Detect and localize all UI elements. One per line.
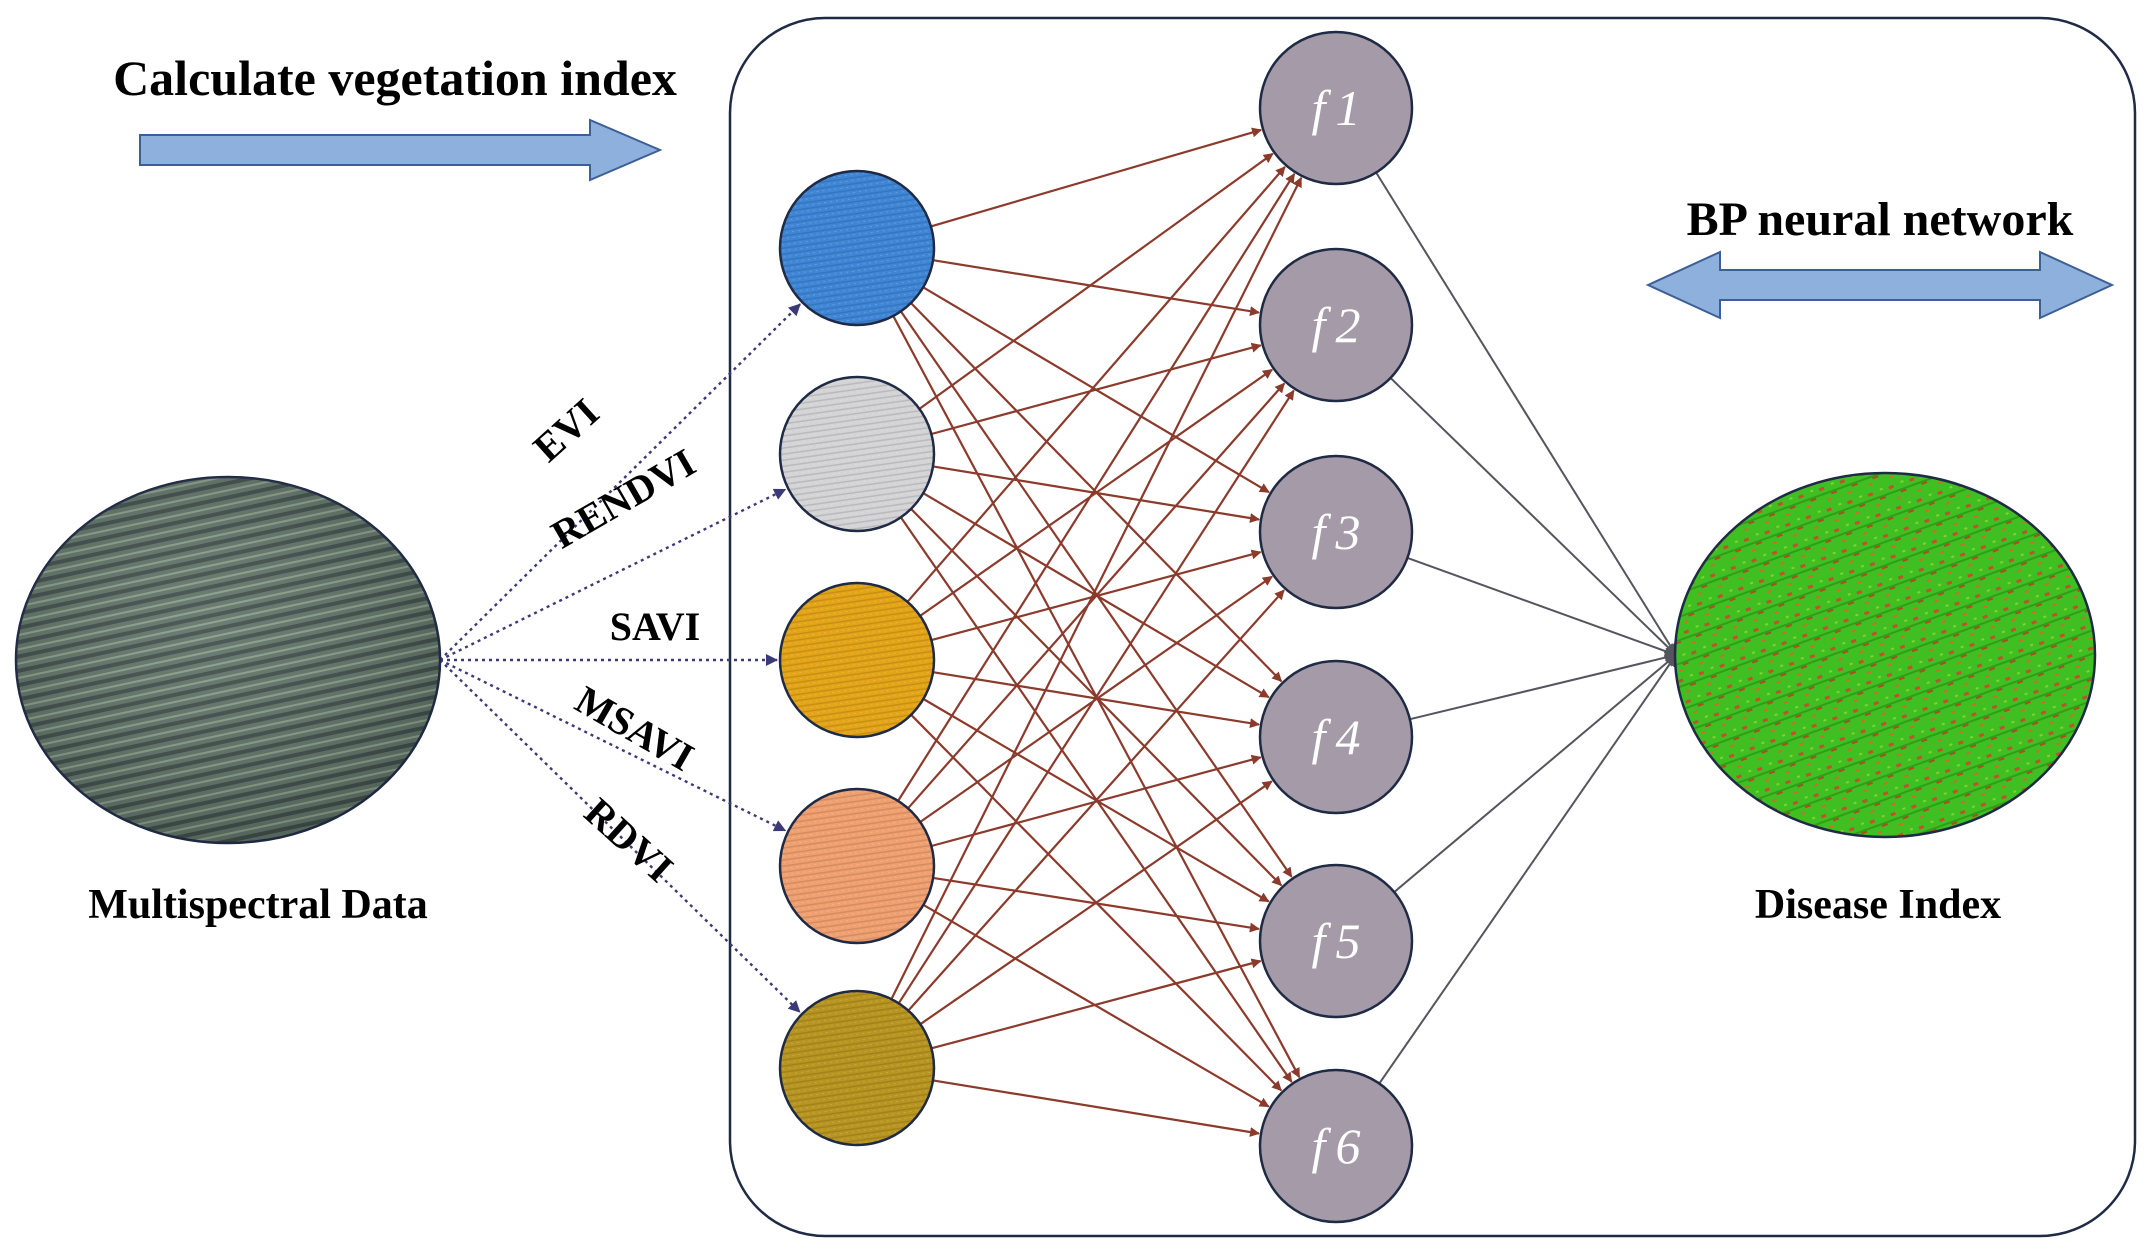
hidden-node-index: 5: [1335, 913, 1360, 969]
connection-line: [897, 389, 1295, 1004]
connection-line: [907, 589, 1285, 1012]
connection-line: [930, 127, 1263, 228]
hidden-node: [1258, 30, 1414, 186]
input-label: Multispectral Data: [88, 882, 427, 928]
hidden-node: [1258, 247, 1414, 403]
output-connection-line: [1389, 377, 1677, 656]
network-label: BP neural network: [1687, 193, 2074, 246]
index-texture: [781, 584, 933, 736]
dotted-line: [439, 658, 787, 832]
connection-line: [890, 176, 1303, 1000]
connection-line: [932, 1079, 1260, 1137]
network-frame: [728, 16, 2137, 1238]
hidden-node: [1258, 659, 1414, 815]
right-arrow-icon: [139, 118, 663, 182]
hidden-node-index: 3: [1334, 504, 1360, 560]
index-label: RDVI: [576, 789, 682, 891]
connection-line: [931, 342, 1262, 436]
connection-line: [919, 368, 1273, 617]
output-label: Disease Index: [1755, 882, 2001, 928]
page-title: Calculate vegetation index: [113, 50, 677, 106]
output-connection-line: [1378, 654, 1677, 1085]
disease-index-image: [1673, 471, 2097, 839]
dotted-line: [439, 303, 801, 661]
connection-line: [931, 958, 1262, 1050]
hidden-node: [1258, 1068, 1414, 1224]
connection-line: [932, 259, 1260, 317]
index-label: EVI: [524, 389, 607, 470]
index-texture: [781, 378, 933, 530]
hidden-node-index: 6: [1335, 1118, 1360, 1174]
index-texture: [781, 992, 933, 1144]
dotted-line: [439, 488, 787, 662]
index-texture: [781, 790, 933, 942]
output-connection-line: [1407, 556, 1677, 657]
connection-line: [897, 173, 1296, 802]
connection-line: [906, 166, 1286, 603]
hidden-node: [1258, 863, 1414, 1019]
hidden-node: [1258, 454, 1414, 610]
double-arrow-icon: [1645, 250, 2115, 320]
hidden-node-index: 2: [1335, 297, 1360, 353]
output-connection-line: [1393, 654, 1677, 893]
index-texture: [781, 172, 933, 324]
connection-line: [919, 780, 1273, 1026]
output-connection-line: [1375, 171, 1677, 656]
index-label: SAVI: [610, 604, 700, 649]
hidden-node-index: 1: [1335, 80, 1360, 136]
multispectral-shading: [16, 477, 440, 843]
hidden-node-index: 4: [1335, 709, 1360, 765]
output-connection-line: [1409, 651, 1677, 721]
connection-line: [918, 152, 1274, 410]
connection-line: [919, 575, 1273, 823]
connection-line: [899, 310, 1293, 878]
index-label: MSAVI: [568, 677, 702, 780]
connection-line: [907, 382, 1286, 810]
